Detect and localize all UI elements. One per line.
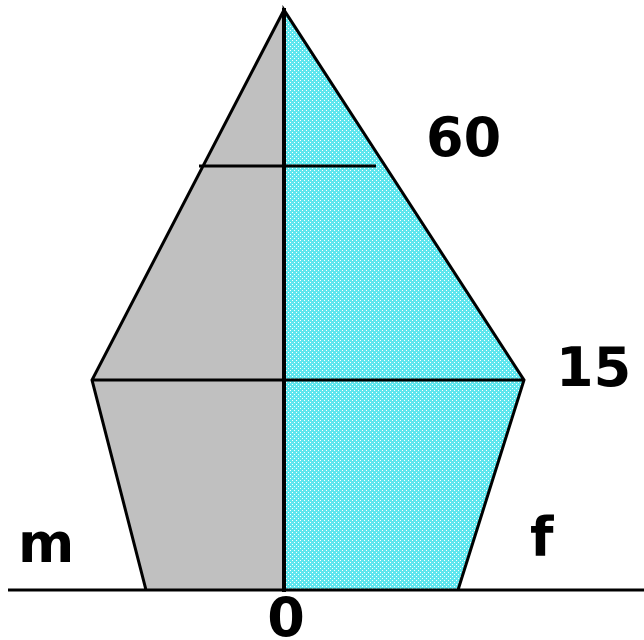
male-label: m <box>18 512 74 575</box>
female-label: f <box>530 506 554 569</box>
age-label-lower: 15 <box>556 336 631 399</box>
age-label-upper: 60 <box>426 106 501 169</box>
origin-label: 0 <box>267 586 305 640</box>
male-shape <box>90 9 286 592</box>
female-shape <box>282 4 526 592</box>
